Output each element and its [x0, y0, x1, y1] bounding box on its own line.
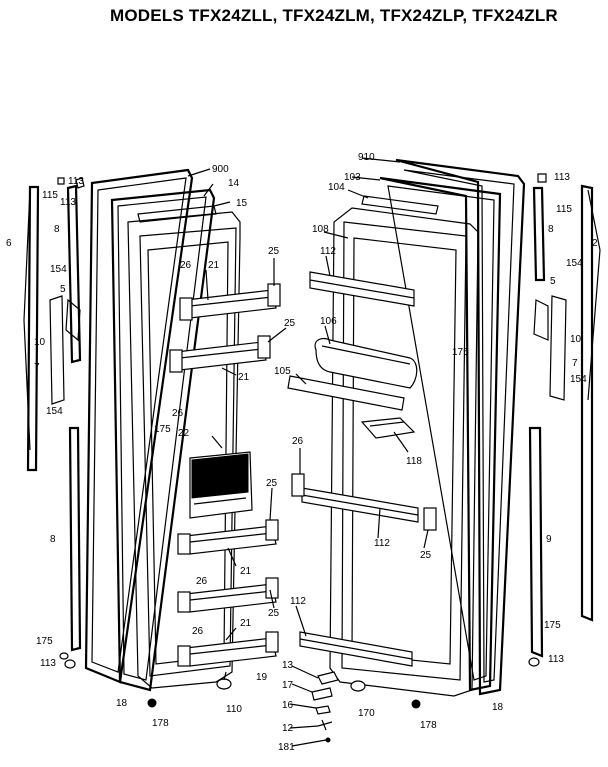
left-side-trims — [23, 177, 85, 669]
callout-115-top-left: 115 — [42, 190, 58, 201]
freezer-door-outer-panel — [84, 168, 194, 684]
callout-25-right: 25 — [420, 550, 432, 561]
callout-178-left: 178 — [152, 718, 169, 729]
callout-15: 15 — [236, 198, 248, 209]
fresh-food-door-shelf-top — [309, 271, 415, 307]
callout-26-a: 26 — [180, 260, 192, 271]
callout-8-bottom-left: 8 — [50, 534, 56, 545]
callout-7-left: 7 — [34, 362, 40, 373]
callout-16: 16 — [282, 700, 294, 711]
callout-leader-lines — [187, 157, 429, 747]
butter-tray — [360, 417, 416, 439]
callout-26-right: 26 — [292, 436, 304, 447]
callout-22: 22 — [178, 428, 190, 439]
callout-112-c: 112 — [290, 596, 306, 607]
callout-26-c: 26 — [196, 576, 208, 587]
callout-170: 170 — [358, 708, 375, 719]
callout-115-top-right: 115 — [556, 204, 572, 215]
callout-10-left: 10 — [34, 337, 46, 348]
freezer-door-shelf-3 — [177, 519, 279, 555]
callout-8-top-left: 8 — [54, 224, 60, 235]
callout-106: 106 — [320, 316, 337, 327]
callout-910: 910 — [358, 152, 375, 163]
callout-113-bottom-right: 113 — [548, 654, 564, 665]
callout-25-b: 25 — [284, 318, 296, 329]
right-side-trims — [528, 173, 601, 667]
callout-10-right: 10 — [570, 334, 582, 345]
callout-25-c: 25 — [266, 478, 278, 489]
callout-9: 9 — [546, 534, 552, 545]
callout-6: 6 — [6, 238, 12, 249]
fresh-food-door-gasket — [379, 176, 502, 692]
callout-21-d: 21 — [240, 618, 252, 629]
callout-118: 118 — [406, 456, 422, 467]
callout-112-b: 112 — [374, 538, 390, 549]
diagram-title: MODELS TFX24ZLL, TFX24ZLM, TFX24ZLP, TFX… — [110, 6, 558, 25]
callout-103: 103 — [344, 172, 361, 183]
callout-105: 105 — [274, 366, 291, 377]
freezer-door-shelf-4 — [177, 577, 279, 613]
callout-178-right: 178 — [420, 720, 437, 731]
fresh-food-door-screw — [411, 699, 421, 709]
dairy-shelf — [287, 375, 405, 411]
callout-18-left: 18 — [116, 698, 128, 709]
callout-175-left: 175 — [154, 424, 171, 435]
callout-13: 13 — [282, 660, 294, 671]
fresh-food-door-assembly — [287, 158, 526, 743]
callout-154-right-2: 154 — [570, 374, 587, 385]
callout-5-right: 5 — [550, 276, 556, 287]
freezer-door-gasket — [110, 188, 216, 692]
callout-17: 17 — [282, 680, 294, 691]
callout-2: 2 — [592, 238, 598, 249]
callout-12: 12 — [282, 723, 294, 734]
callout-154-left-2: 154 — [46, 406, 63, 417]
callout-113-top-left: 113 — [68, 176, 84, 187]
callout-113-bottom-left: 113 — [40, 658, 56, 669]
freezer-door-cap — [216, 678, 232, 690]
callout-18-right: 18 — [492, 702, 504, 713]
callout-154-right-1: 154 — [566, 258, 583, 269]
callout-175-bottom-right: 175 — [544, 620, 561, 631]
callout-7-right: 7 — [572, 358, 578, 369]
callout-5-left: 5 — [60, 284, 66, 295]
callout-175-middle: 175 — [452, 347, 469, 358]
callout-21-a: 21 — [208, 260, 220, 271]
callout-181: 181 — [278, 742, 295, 753]
callout-26-d: 26 — [192, 626, 204, 637]
freezer-door-shelf-5 — [177, 631, 279, 667]
callout-112-a: 112 — [320, 246, 336, 257]
callout-108: 108 — [312, 224, 329, 235]
callout-25-d: 25 — [268, 608, 280, 619]
callout-104: 104 — [328, 182, 345, 193]
dairy-compartment — [314, 337, 418, 389]
freezer-door-screw — [147, 698, 157, 708]
callout-8-top-right: 8 — [548, 224, 554, 235]
callout-175-bottom-left: 175 — [36, 636, 53, 647]
freezer-door-liner — [127, 211, 241, 689]
freezer-door-assembly — [84, 168, 281, 708]
callout-113-top-right: 113 — [554, 172, 570, 183]
freezer-door-shelf-2 — [169, 335, 271, 373]
callout-113-top-left-2: 113 — [60, 197, 76, 208]
callout-25-a: 25 — [268, 246, 280, 257]
fresh-food-door-shelf-middle — [291, 473, 437, 531]
fresh-food-door-outer-panel — [395, 158, 526, 696]
freezer-door-shelf-1 — [179, 283, 281, 321]
callout-21-b: 21 — [238, 372, 250, 383]
callout-21-c: 21 — [240, 566, 252, 577]
callout-900: 900 — [212, 164, 229, 175]
callout-26-b: 26 — [172, 408, 184, 419]
callout-154-left-1: 154 — [50, 264, 67, 275]
ice-dispenser-cover — [189, 451, 253, 519]
callout-110: 110 — [226, 704, 242, 715]
fresh-food-door-cap — [350, 680, 366, 692]
callouts: 900 14 15 910 103 104 108 113 115 113 6 … — [6, 152, 598, 753]
fresh-food-door-shelf-bottom — [299, 631, 413, 667]
callout-19: 19 — [256, 672, 268, 683]
callout-14: 14 — [228, 178, 240, 189]
